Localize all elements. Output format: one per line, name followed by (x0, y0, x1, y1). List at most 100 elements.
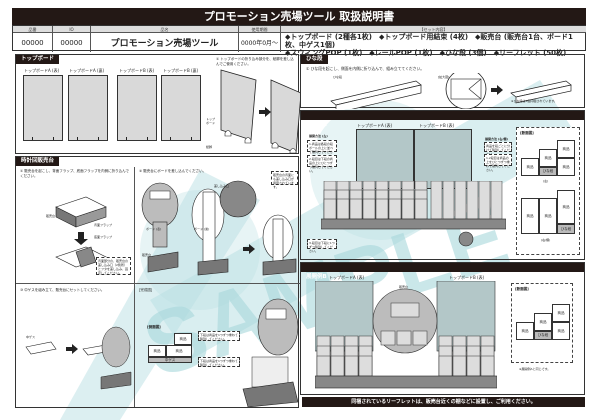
footer-notice: 同梱されているリーフレットは、販売台近くの棚などに設置し、ご利用ください。 (302, 397, 585, 407)
value-product-name: プロモーション売場ツール (110, 39, 219, 49)
panel-tag-example-a: 展開例A (301, 111, 584, 128)
stand-note1: 背面部分の、販売台の差し込み口（2箇所）とフタを差し込み、固定してください。 (96, 257, 131, 275)
value-io: 00000 (60, 38, 83, 47)
goods-item (401, 198, 415, 220)
left-note1: 1.商品は各段の段ボールの上に並べて陳列してください。 (307, 140, 337, 158)
arrow-down-icon (74, 232, 88, 245)
label-bottom-flap: 底面フラップ (94, 235, 113, 239)
goods-item (414, 198, 428, 220)
goods-item (490, 181, 503, 220)
header-product-no: 品番 (13, 26, 52, 33)
goods-item (344, 355, 359, 377)
inner-assembly-illustration (25, 326, 132, 390)
meta-table: 品番 00000 IO 00000 品名 プロモーション売場ツール 使用期間 0… (12, 25, 586, 57)
side-goods-box: 商品 (539, 198, 557, 234)
side-goods-box: 商品 (521, 198, 539, 234)
goods-item (375, 198, 389, 220)
goods-item (442, 181, 455, 220)
goods-item (452, 355, 467, 377)
goods-item (396, 330, 412, 346)
goods-item (454, 181, 467, 220)
panel-tag-example-b: 展開例B (301, 263, 584, 280)
panel-display-stand: 時計回販売台 ① 販売台を起こし、背面フラップ、底面フラップを内側に折り込んでく… (15, 156, 300, 408)
side-goods-box: 商品 (516, 322, 534, 340)
right-note2: 1.2段目は商品の上をひとつずつ重ねて陳列してください。 (484, 154, 512, 172)
side-goods-box: 商品 (166, 345, 192, 357)
goods-item (478, 181, 491, 220)
label-slot: 差し込み口 (214, 184, 230, 188)
goods-item (480, 355, 495, 377)
document-title: プロモーション売場ツール 取扱説明書 (12, 8, 586, 25)
set-contents-line-2: ◆スウィングPOP (1枚) ◆レールPOP (1枚) ◆ひな段 (3個) ◆リ… (285, 49, 567, 57)
goods-item (349, 198, 363, 220)
label-example-a-board-a: トップボードA (表) (357, 123, 393, 128)
side-inner-box: 中ゲス (148, 357, 192, 363)
right-title: 展開方法 (右/棚) (485, 137, 508, 141)
side-goods-box: 商品 (552, 322, 570, 340)
example-a-board-a (356, 129, 414, 189)
label-example-a-board-b: トップボードB (表) (419, 123, 455, 128)
arrow-right-icon (243, 244, 255, 254)
goods-item (380, 330, 396, 346)
goods-item (388, 198, 402, 220)
goods-item (358, 355, 373, 377)
side-right-caption: (右/棚) (541, 238, 551, 242)
side-title: [断面図] (515, 287, 529, 291)
header-product-name: 品名 (91, 26, 238, 33)
stand-step2: ② 販売台にボードを差し込んでください。 (139, 169, 207, 173)
side-goods-box: 商品 (557, 140, 575, 158)
side-goods-box: 商品 (539, 149, 557, 167)
label-board-b-front: トップボードB (表) (119, 68, 155, 73)
value-product-no: 00000 (21, 38, 44, 47)
goods-item (466, 355, 481, 377)
side-goods-box: 商品 (148, 345, 166, 357)
completed-stand-illustration (242, 298, 299, 407)
example-a-title: 展開例A (306, 122, 327, 128)
header-io: IO (53, 26, 90, 33)
stand-step3: ③ 中ゲスを組み立て、販売台にセットしてください。 (20, 288, 105, 292)
label-stand: 販売台 (46, 214, 56, 218)
board-b-front (117, 75, 157, 141)
meta-product-name: 品名 プロモーション売場ツール (91, 26, 239, 52)
example-b-side-view: [断面図] 商品 商品 商品 商品 ひな段 (511, 283, 573, 363)
goods-item (438, 355, 453, 377)
side-goods-box: 商品 (557, 158, 575, 176)
stand-fold-illustration (55, 196, 107, 268)
example-b-note: ※展開例Aと同じです。 (519, 367, 551, 371)
panel-tag-display-stand: 時計回販売台 (16, 157, 60, 166)
set-contents-list: ◆トップボード (2種各1枚) ◆トップボード用結束 (4枚) ◆販売台 (販売… (281, 33, 586, 57)
stand-note3: 下段は商品を1つずつ重ねて陳列してください。 (198, 331, 240, 341)
label-inner-box: 中ゲス (26, 335, 36, 339)
example-b-title: 展開例B (306, 274, 327, 280)
side-goods-box: 商品 (557, 190, 575, 224)
goods-item (316, 355, 331, 377)
arrow-right-icon (491, 85, 503, 95)
side-goods-box: 商品 (174, 333, 192, 345)
top-board-assembly-illustration (220, 69, 301, 154)
goods-item (362, 198, 376, 220)
right-note1: 商品を段ごとに分けて陳列してください。 (484, 142, 512, 156)
meta-product-no: 品番 00000 (13, 26, 53, 52)
header-set-contents: 【セット内容】 (281, 26, 586, 33)
hinadan-step1: ① ひな段を起こし、側面を内側に折り込んで、組み立ててください。 (306, 66, 425, 71)
label-board-a-back: トップボードA (裏) (69, 68, 105, 73)
goods-item (330, 355, 345, 377)
arrow-right-icon (66, 344, 78, 354)
arrow-right-icon (259, 107, 271, 117)
board-a-back (68, 75, 108, 141)
label-back-flap: 背面フラップ (94, 223, 113, 227)
board-insert-illustration (141, 180, 297, 276)
hinadan-note: ※ひな段は3個同梱されています。 (511, 99, 558, 103)
example-a-shelf-illustration (321, 181, 506, 247)
panel-tag-top-board: トップボード (16, 55, 60, 64)
label-side-view: [側面図] (147, 325, 161, 329)
label-example-b-board-b: トップボードB (表) (449, 275, 485, 280)
left-note2: 2.段目は下段の商品の上にひとつずつ陳列してください。 (307, 155, 337, 173)
panel-hinadan: ひな段 ① ひな段を起こし、側面を内側に折り込んで、組み立ててください。 ひな段… (300, 54, 585, 109)
goods-item (466, 181, 479, 220)
header-period: 使用期間 (239, 26, 280, 33)
top-board-step1: ① トップボードの折り込み部分を、紙脚を差し込んでご使用ください。 (216, 57, 294, 66)
goods-item (336, 198, 350, 220)
label-part-board: トップボード (206, 117, 216, 125)
